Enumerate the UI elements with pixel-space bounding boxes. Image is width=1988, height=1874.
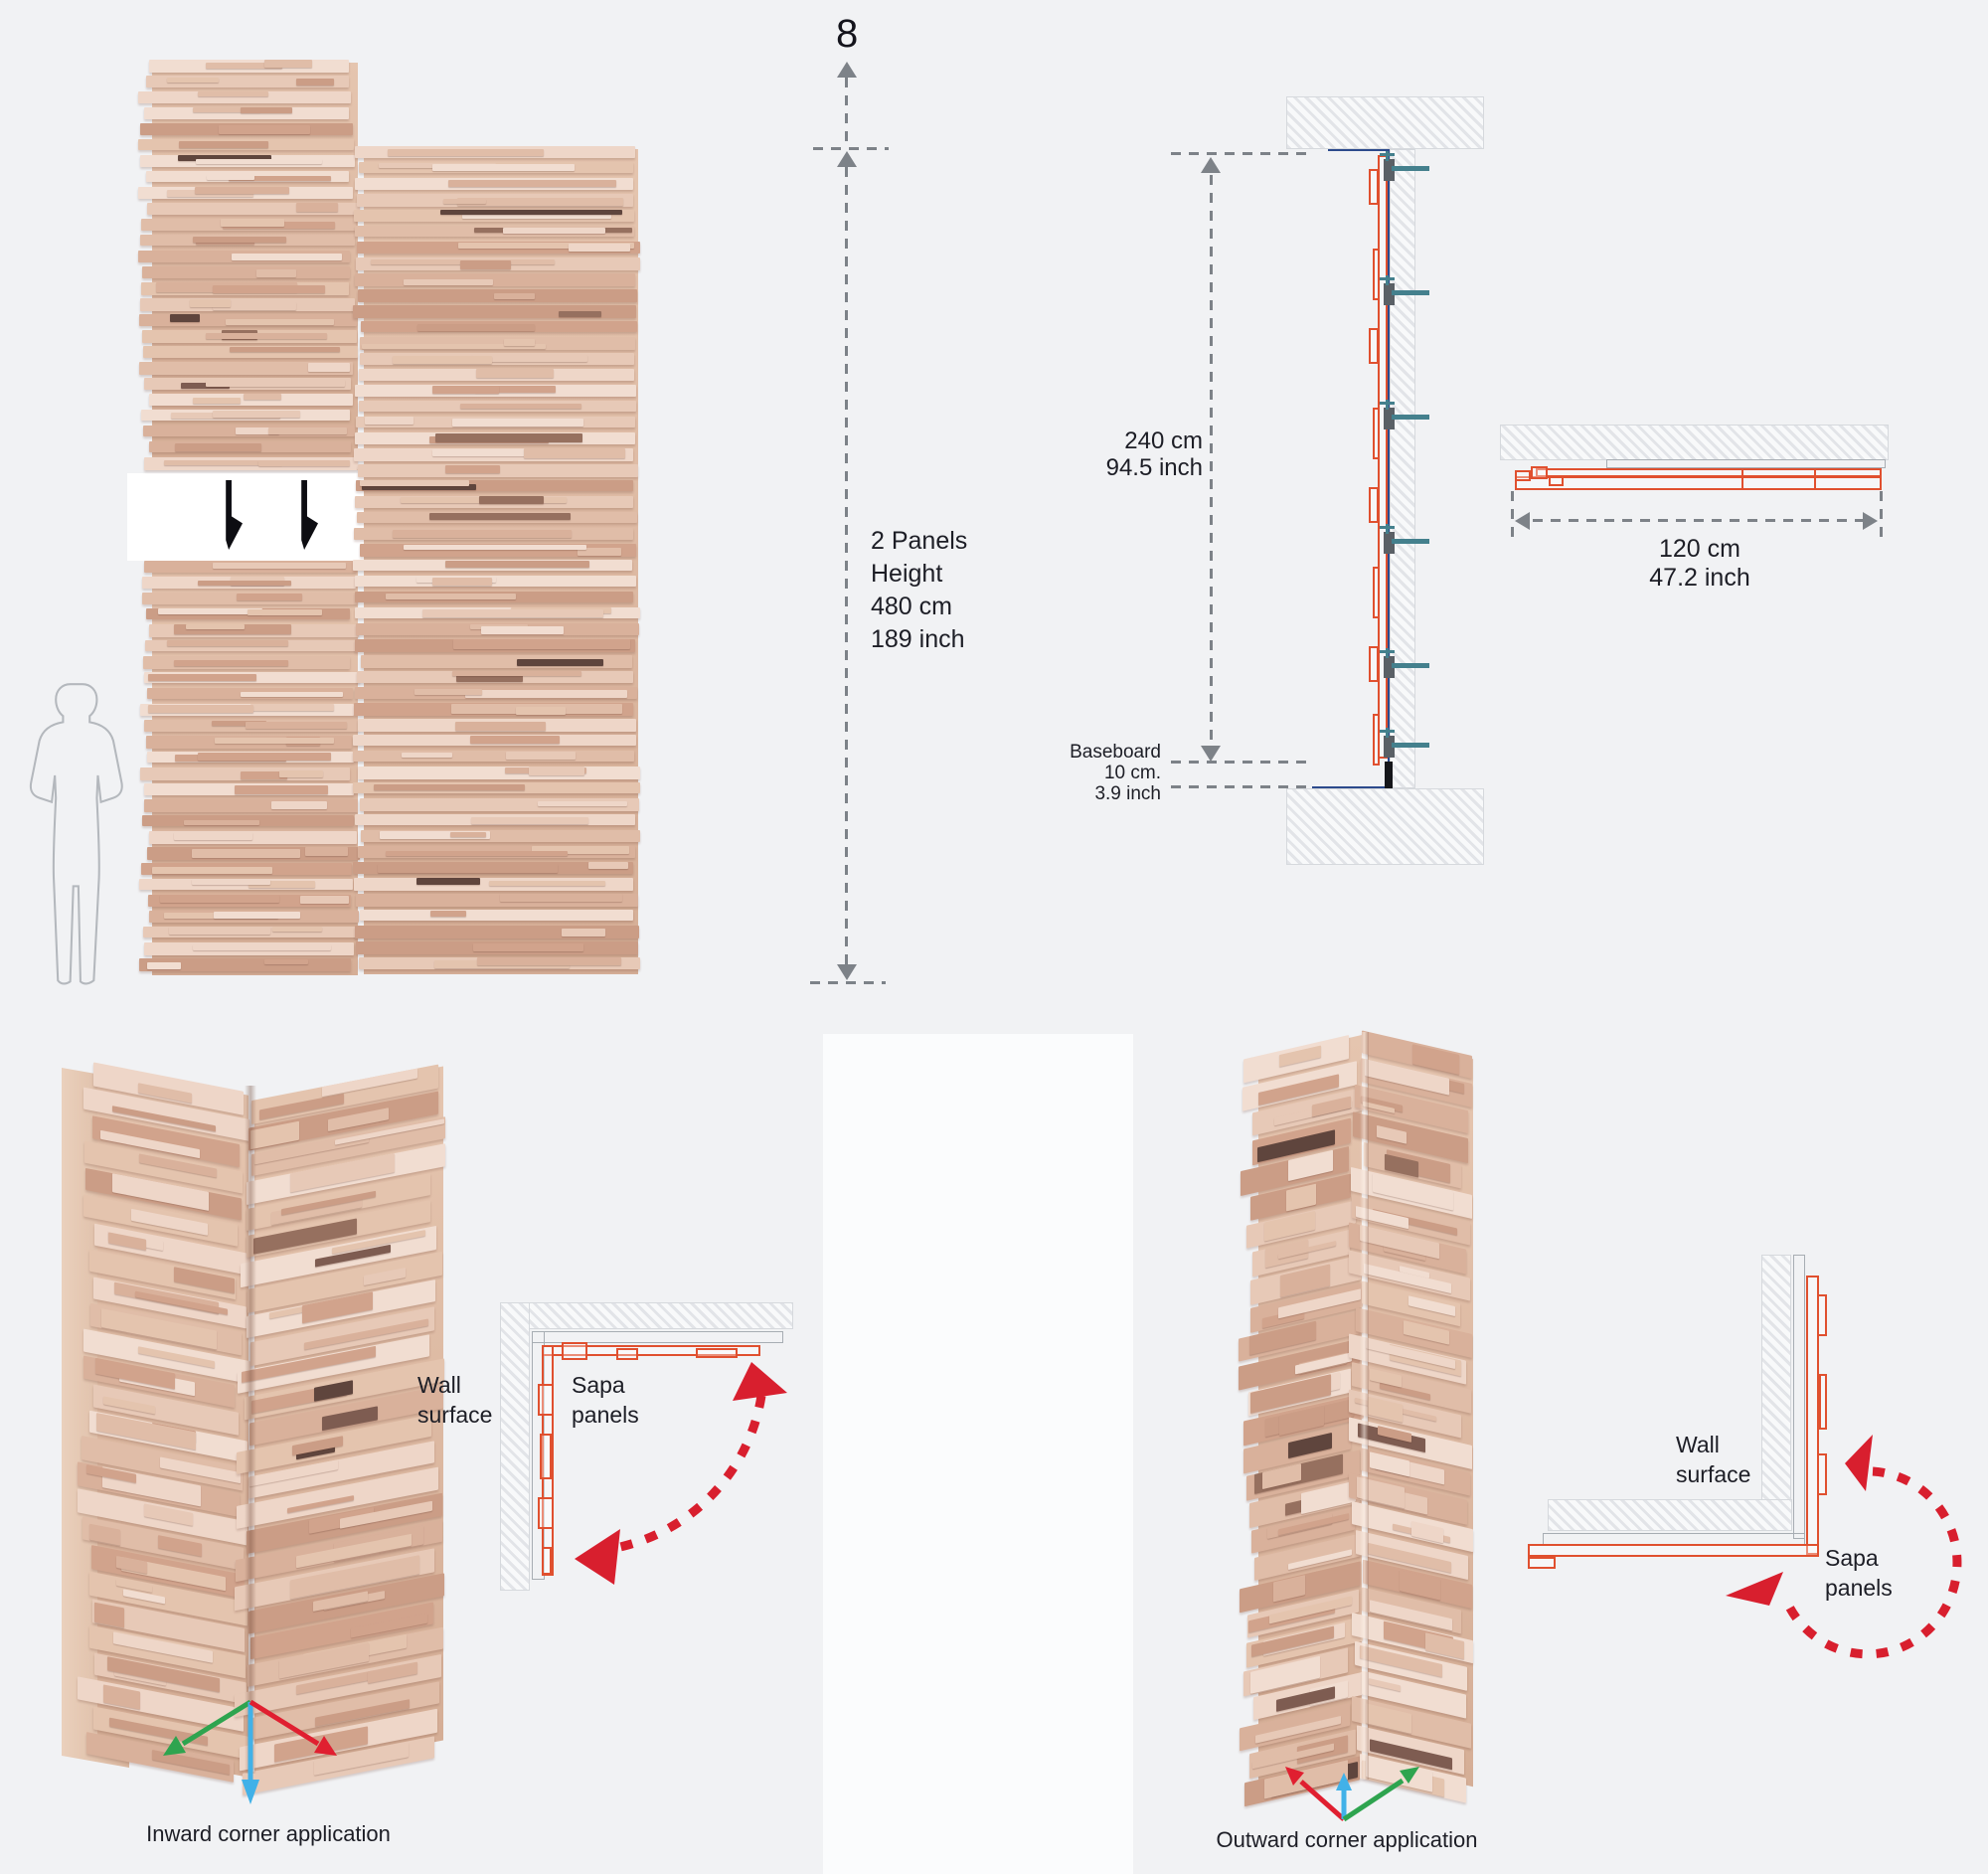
- height-dimension-line: [845, 167, 848, 964]
- sapa-profile-notch: [1528, 1557, 1556, 1569]
- sapa-profile-notch: [538, 1384, 554, 1416]
- width-dimension-line: [1533, 519, 1863, 522]
- height-dimension-line: [845, 78, 848, 147]
- dimension-tick: [1171, 152, 1310, 155]
- furring-profile: [532, 1331, 545, 1580]
- wood-panel-section-main: [353, 144, 641, 979]
- width-note: 120 cm 47.2 inch: [1649, 535, 1750, 592]
- dimension-tick: [1171, 761, 1310, 764]
- inward-wall-hatch-top: [500, 1302, 793, 1329]
- wood-panel-section-upper-left: [138, 58, 361, 475]
- inward-wall-hatch-left: [500, 1302, 530, 1591]
- panel-joint: [1741, 468, 1743, 490]
- sapa-panels-label: Sapa panels: [572, 1372, 639, 1428]
- sapa-profile-notch: [538, 1497, 554, 1529]
- panel-joint: [1814, 468, 1816, 490]
- outward-arc-arrowhead-up: [1845, 1435, 1873, 1491]
- sapa-profile-notch: [562, 1342, 587, 1360]
- height-240-note: 240 cm 94.5 inch: [1105, 427, 1203, 481]
- wall-line: [1312, 786, 1390, 788]
- dimension-tick: [1171, 785, 1310, 788]
- wall-hatch-top-view: [1500, 425, 1889, 460]
- dimension-arrow-down-icon: [837, 964, 857, 980]
- dimension-arrow-right-icon: [1863, 512, 1878, 530]
- dimension-arrow-up-icon: [837, 151, 857, 167]
- floor-hatch: [1286, 788, 1484, 865]
- panel-profile-notch: [1549, 476, 1564, 486]
- sapa-profile-notch: [1817, 1294, 1827, 1336]
- sapa-profile-notch: [1817, 1453, 1827, 1495]
- dimension-arrow-left-icon: [1515, 512, 1530, 530]
- inward-arc-arrowhead-left: [575, 1529, 620, 1585]
- panel-profile-notch: [1515, 470, 1531, 481]
- dimension-arrow-down-icon: [1201, 746, 1221, 762]
- outward-caption: Outward corner application: [1216, 1827, 1478, 1852]
- sapa-profile-notch: [540, 1434, 552, 1479]
- furring-profile: [1793, 1255, 1805, 1539]
- panel-profile-notch: [1531, 466, 1548, 479]
- panel-count-symbol: 8: [836, 12, 859, 56]
- baseboard-block: [1385, 762, 1393, 788]
- dimension-arrow-up-icon: [837, 62, 857, 78]
- sapa-profile: [1528, 1544, 1819, 1557]
- furring-profile: [1606, 459, 1886, 468]
- dimension-arrow-up-icon: [1201, 157, 1221, 173]
- sapa-profile-notch: [1819, 1374, 1827, 1430]
- panel-profile-plan: [1515, 476, 1882, 490]
- outward-wall-hatch-horiz: [1548, 1499, 1792, 1531]
- wood-panel-section-lower-left: [139, 559, 361, 980]
- height-240-line: [1210, 175, 1213, 744]
- background-gap: [127, 473, 364, 561]
- panel-profile-plan: [1536, 468, 1882, 477]
- inward-left-face: [78, 1061, 251, 1784]
- dimension-tick: [813, 147, 889, 150]
- outward-wall-hatch-vert: [1761, 1255, 1791, 1531]
- sapa-profile: [542, 1345, 554, 1576]
- wall-hatch: [1390, 149, 1415, 788]
- wall-line: [1388, 149, 1390, 788]
- ceiling-hatch: [1286, 96, 1484, 149]
- sapa-profile-notch: [616, 1348, 638, 1360]
- wall-surface-label: Wall surface: [417, 1372, 493, 1428]
- dimension-tick: [1880, 491, 1883, 545]
- sapa-profile-notch: [542, 1547, 552, 1575]
- background-column: [823, 1034, 1133, 1874]
- outward-right-face: [1349, 1029, 1476, 1803]
- inward-arc-arrowhead-up: [733, 1362, 787, 1401]
- inward-caption: Inward corner application: [146, 1821, 391, 1846]
- sapa-profile-notch: [696, 1348, 738, 1358]
- person-silhouette: [29, 683, 123, 985]
- sapa-panels-label: Sapa panels: [1825, 1545, 1893, 1601]
- wall-line: [1328, 149, 1390, 151]
- dimension-tick: [810, 981, 886, 984]
- wall-surface-label: Wall surface: [1676, 1432, 1751, 1487]
- dimension-tick: [1511, 491, 1514, 545]
- corner-edge-highlight: [1360, 1032, 1369, 1780]
- outward-arc-arrowhead-left: [1726, 1572, 1783, 1606]
- corner-shadow: [245, 1086, 256, 1774]
- height-note: 2 Panels Height 480 cm 189 inch: [871, 527, 968, 653]
- baseboard-note: Baseboard 10 cm. 3.9 inch: [1070, 742, 1161, 804]
